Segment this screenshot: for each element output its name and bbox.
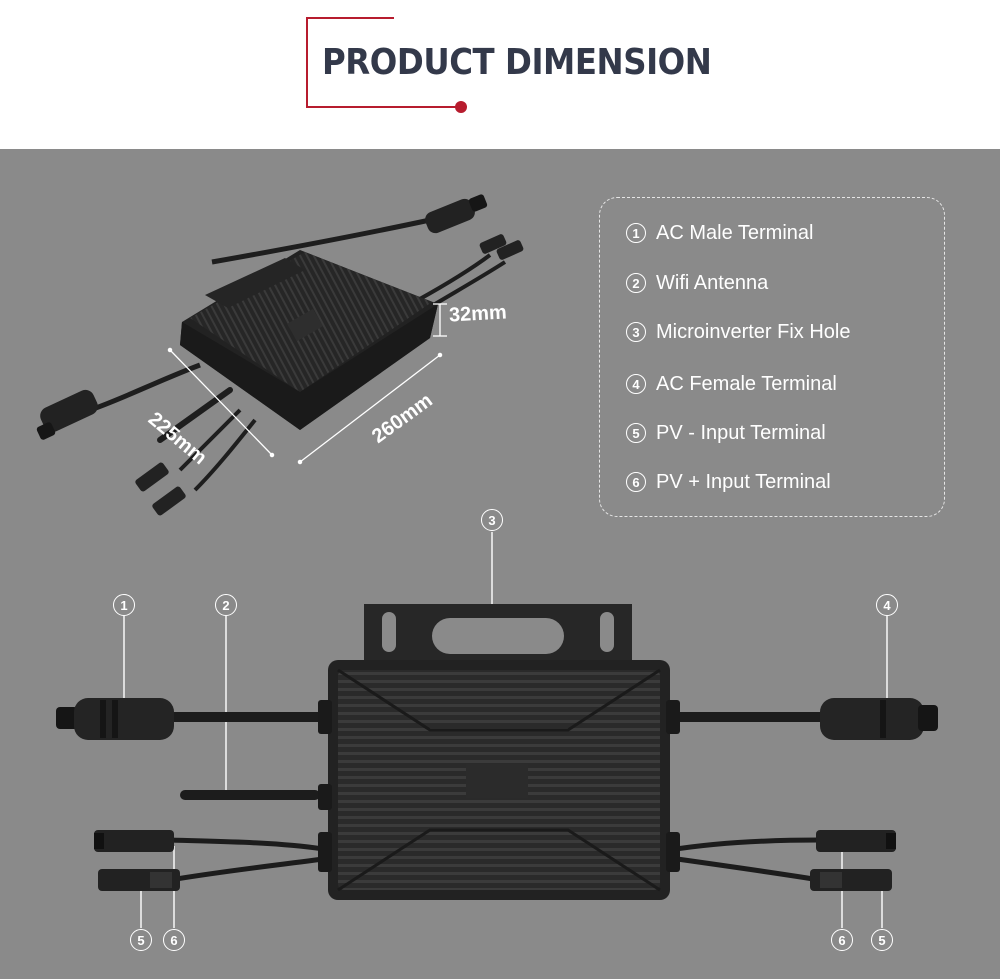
legend-item-wifi-antenna: 2 Wifi Antenna xyxy=(626,270,768,296)
legend-box xyxy=(599,197,945,517)
callout-pv-minus-right: 5 xyxy=(871,929,893,951)
header: PRODUCT DIMENSION xyxy=(0,0,1000,149)
legend-label: PV + Input Terminal xyxy=(656,470,831,493)
legend-number: 3 xyxy=(626,322,646,342)
title-frame-top xyxy=(306,17,394,19)
legend-item-ac-female: 4 AC Female Terminal xyxy=(626,371,837,397)
legend-item-fix-hole: 3 Microinverter Fix Hole xyxy=(626,319,850,345)
legend-label: PV - Input Terminal xyxy=(656,421,826,444)
legend-item-pv-minus: 5 PV - Input Terminal xyxy=(626,420,826,446)
page-title: PRODUCT DIMENSION xyxy=(322,42,712,83)
title-frame-vertical xyxy=(306,17,308,108)
legend-label: AC Male Terminal xyxy=(656,221,814,244)
legend-label: AC Female Terminal xyxy=(656,372,837,395)
legend-number: 5 xyxy=(626,423,646,443)
angled-product-view xyxy=(36,194,524,516)
callout-fix-hole: 3 xyxy=(481,509,503,531)
title-frame-dot xyxy=(455,101,467,113)
callout-pv-plus-right: 6 xyxy=(831,929,853,951)
front-product-view xyxy=(56,532,938,928)
legend-item-ac-male: 1 AC Male Terminal xyxy=(626,220,813,246)
title-frame-bottom xyxy=(306,106,458,108)
callout-pv-plus-left: 6 xyxy=(163,929,185,951)
callout-ac-male: 1 xyxy=(113,594,135,616)
legend-number: 6 xyxy=(626,472,646,492)
legend-item-pv-plus: 6 PV + Input Terminal xyxy=(626,469,831,495)
legend-label: Wifi Antenna xyxy=(656,271,769,294)
dimension-height: 32mm xyxy=(448,301,508,327)
legend-number: 1 xyxy=(626,223,646,243)
legend-label: Microinverter Fix Hole xyxy=(656,320,851,343)
callout-wifi-antenna: 2 xyxy=(215,594,237,616)
callout-ac-female: 4 xyxy=(876,594,898,616)
legend-number: 4 xyxy=(626,374,646,394)
dimension-lines xyxy=(167,303,447,465)
callout-pv-minus-left: 5 xyxy=(130,929,152,951)
legend-number: 2 xyxy=(626,273,646,293)
